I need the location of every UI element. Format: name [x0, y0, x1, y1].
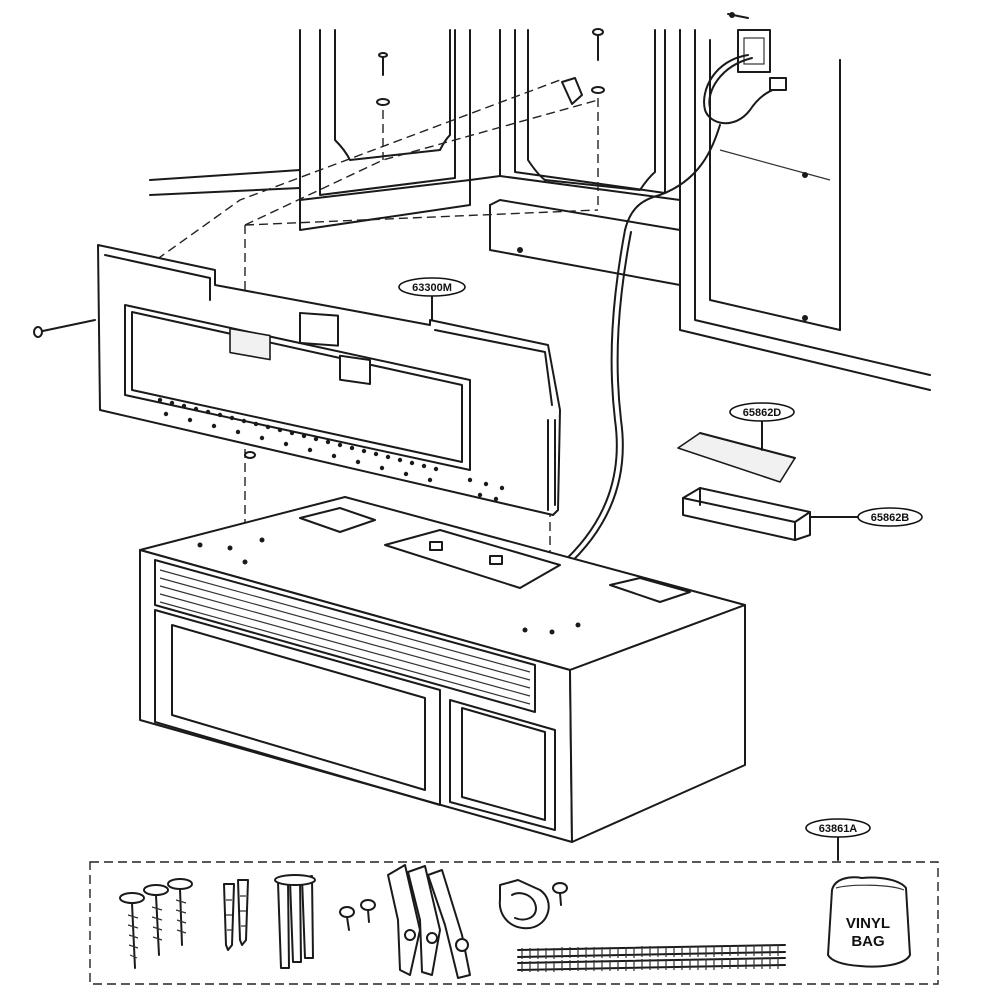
cable-clamp — [498, 879, 568, 930]
callout-bottom-damper: 65862B — [857, 507, 923, 527]
vinyl-bag: VINYL BAG — [827, 876, 911, 968]
wall-cabinets — [149, 12, 931, 591]
callout-leaders — [431, 295, 859, 861]
toggle-wings — [387, 864, 471, 979]
springs — [517, 944, 786, 972]
microwave-oven — [139, 496, 746, 843]
vinyl-bag-label-line1: VINYL — [846, 915, 890, 932]
damper-top-part — [677, 432, 796, 483]
callout-bottom-damper-text: 65862B — [871, 512, 910, 524]
callout-hardware-kit-text: 63861A — [819, 823, 858, 835]
callout-mounting-plate: 63300M — [398, 277, 466, 297]
toggle-bolts — [274, 874, 316, 969]
plate-perforations — [157, 397, 505, 502]
callout-mounting-plate-text: 63300M — [412, 282, 452, 294]
vinyl-bag-label-line2: BAG — [851, 933, 884, 950]
alignment-guides — [99, 79, 599, 640]
callout-top-damper-text: 65862D — [743, 407, 782, 419]
small-screws — [339, 899, 376, 931]
wall-anchors — [223, 879, 249, 951]
washer-screws — [119, 878, 193, 969]
mounting-plate — [33, 244, 561, 516]
hardware-kit-box: VINYL BAG — [89, 861, 939, 985]
callout-top-damper: 65862D — [729, 402, 795, 422]
damper-bottom-part — [682, 487, 811, 541]
top-mounting-screws — [376, 28, 605, 106]
callout-hardware-kit: 63861A — [805, 818, 871, 838]
